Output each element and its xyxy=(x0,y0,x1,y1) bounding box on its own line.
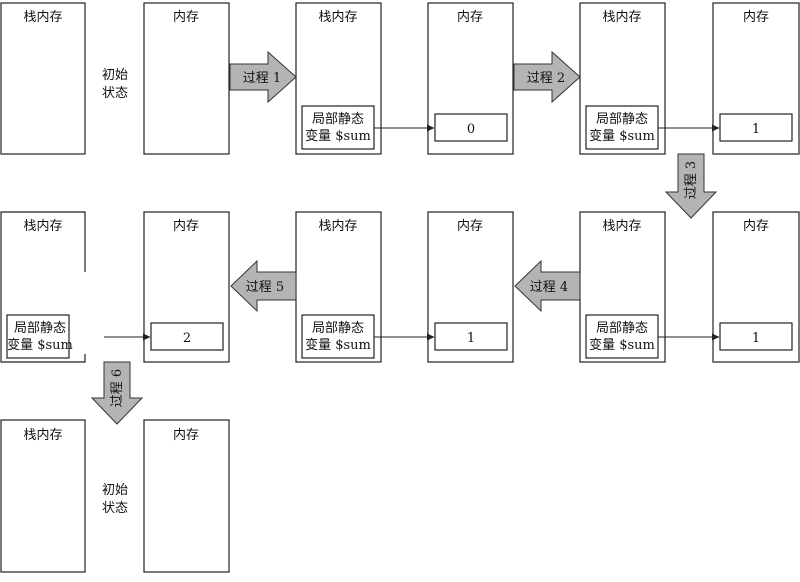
stack-label: 栈内存 xyxy=(23,9,62,25)
memory-label: 内存 xyxy=(743,218,769,234)
stack-label: 栈内存 xyxy=(23,218,62,234)
memory-value-box xyxy=(719,322,793,351)
process-label: 过程 6 xyxy=(110,369,125,407)
static-var-label: 变量 $sum xyxy=(589,128,655,144)
memory-label: 内存 xyxy=(457,218,483,234)
memory-label: 内存 xyxy=(173,427,199,443)
memory-value-box xyxy=(434,113,508,142)
process-label: 过程 2 xyxy=(527,71,565,86)
stack-label: 栈内存 xyxy=(318,218,357,234)
memory-value: 1 xyxy=(752,122,760,137)
static-var-box xyxy=(301,105,375,150)
process-arrow-right xyxy=(229,50,297,104)
static-var-label: 局部静态 xyxy=(14,321,66,336)
static-var-label: 变量 $sum xyxy=(305,128,371,144)
memory-label: 内存 xyxy=(743,9,769,25)
stack-label: 栈内存 xyxy=(23,427,62,443)
static-var-label: 变量 $sum xyxy=(305,337,371,353)
process-arrow-left xyxy=(230,259,297,313)
static-var-label: 局部静态 xyxy=(312,321,364,336)
static-var-label: 变量 $sum xyxy=(7,337,73,353)
memory-value: 1 xyxy=(752,331,760,346)
memory-label: 内存 xyxy=(457,9,483,25)
initial-state-label: 状态 xyxy=(102,86,128,101)
process-label: 过程 3 xyxy=(684,161,699,199)
stack-box xyxy=(0,2,86,155)
process-label: 过程 5 xyxy=(246,280,284,295)
memory-value-box xyxy=(434,322,508,351)
process-arrow-right xyxy=(513,50,581,104)
initial-state-label: 初始 xyxy=(102,483,128,498)
memory-label: 内存 xyxy=(173,218,199,234)
memory-label: 内存 xyxy=(173,9,199,25)
process-label: 过程 1 xyxy=(243,71,281,86)
process-arrow-left xyxy=(514,259,581,313)
initial-state-label: 初始 xyxy=(102,68,128,83)
memory-value: 0 xyxy=(467,122,475,137)
stack-label: 栈内存 xyxy=(602,218,641,234)
static-var-label: 变量 $sum xyxy=(589,337,655,353)
process-arrow-down xyxy=(90,361,144,425)
memory-value-box xyxy=(150,322,224,351)
static-var-label: 局部静态 xyxy=(596,321,648,336)
stack-box xyxy=(0,419,86,573)
memory-value-box xyxy=(719,113,793,142)
static-var-label: 局部静态 xyxy=(596,112,648,127)
stack-label: 栈内存 xyxy=(318,9,357,25)
memory-value: 2 xyxy=(183,331,191,346)
static-var-box xyxy=(6,314,70,359)
memory-value: 1 xyxy=(467,331,475,346)
static-var-label: 局部静态 xyxy=(312,112,364,127)
process-label: 过程 4 xyxy=(530,280,568,295)
static-var-box xyxy=(585,314,659,359)
static-var-box xyxy=(585,105,659,150)
memory-box xyxy=(143,419,230,573)
process-arrow-down xyxy=(664,153,718,219)
memory-box xyxy=(143,2,230,155)
initial-state-label: 状态 xyxy=(102,501,128,516)
stack-label: 栈内存 xyxy=(602,9,641,25)
